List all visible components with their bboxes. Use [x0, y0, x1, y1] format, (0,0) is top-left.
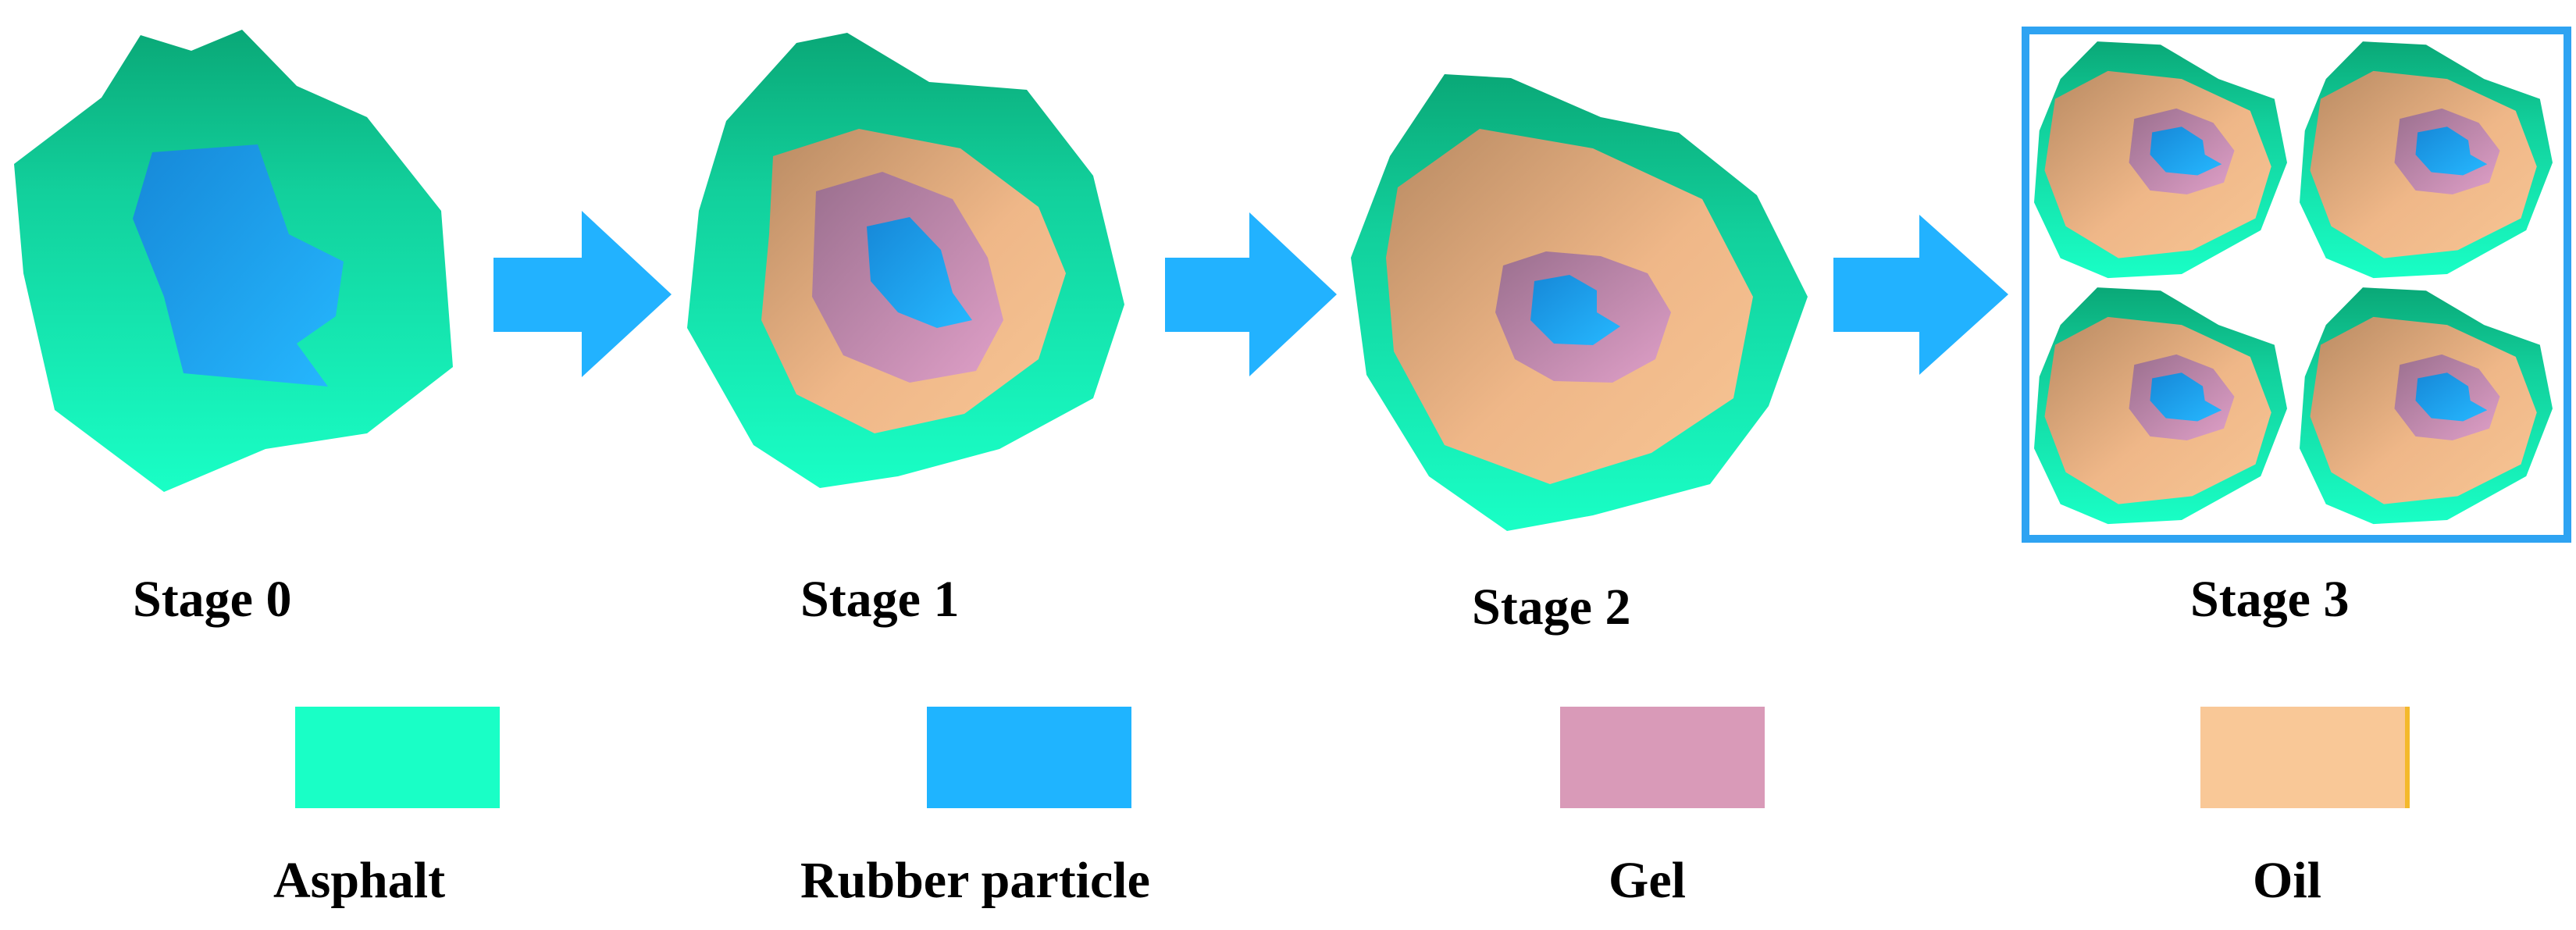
legend-label-rubber: Rubber particle: [800, 852, 1150, 909]
stage-3-rubber: [2150, 126, 2222, 176]
legend-swatch-asphalt: [295, 707, 500, 808]
stage-1-rubber: [867, 217, 972, 328]
stage-0-label: Stage 0: [133, 571, 292, 628]
stage-3-label: Stage 3: [2190, 571, 2350, 628]
stage-0-particle: [14, 30, 453, 492]
stage-1-label: Stage 1: [800, 571, 960, 628]
stage-3-particle: [2034, 287, 2287, 525]
legend-swatch-rubber: [927, 707, 1131, 808]
stage-3-particle: [2300, 287, 2553, 525]
stage-2-rubber: [1530, 275, 1620, 345]
stage-3-rubber: [2150, 372, 2222, 422]
stage-2-particle: [1351, 74, 1808, 531]
stage-1-particle: [687, 33, 1124, 488]
arrow-right-icon: [1833, 215, 2008, 375]
legend-label-asphalt: Asphalt: [273, 852, 446, 909]
stage-3-particle: [2034, 41, 2287, 279]
stage-3-rubber: [2415, 372, 2488, 422]
stage-3-frame: [2022, 27, 2571, 543]
stage-3-rubber: [2415, 126, 2488, 176]
arrow-right-icon: [1165, 212, 1337, 376]
stage-3-particle: [2300, 41, 2553, 279]
legend-label-gel: Gel: [1609, 852, 1686, 909]
stage-2-label: Stage 2: [1472, 579, 1631, 636]
legend-swatch-oil: [2200, 707, 2410, 808]
stage-0-rubber: [133, 144, 344, 387]
arrow-right-icon: [493, 211, 672, 377]
legend-label-oil: Oil: [2253, 852, 2322, 909]
legend-swatch-gel: [1560, 707, 1765, 808]
